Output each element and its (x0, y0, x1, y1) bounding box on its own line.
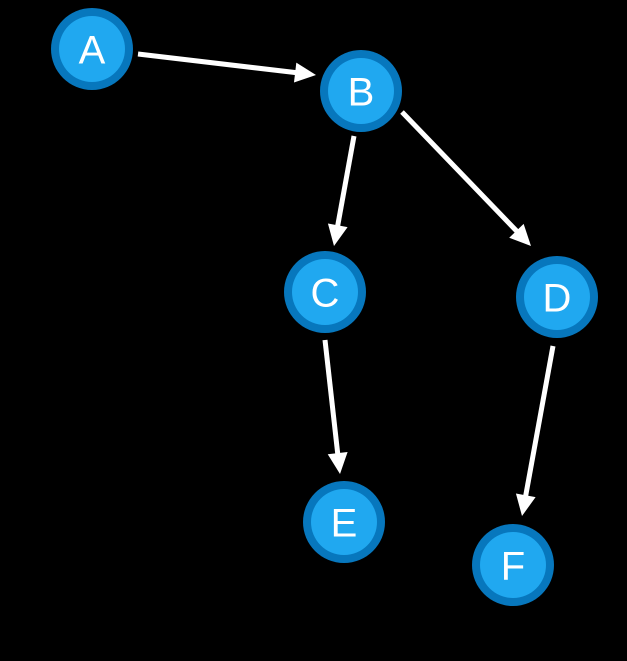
edge-line-D-F (522, 345, 556, 499)
arrowhead-icon (293, 62, 316, 83)
edge-line-B-C (334, 135, 357, 229)
node-label-A: A (79, 28, 106, 72)
arrowhead-icon (509, 223, 531, 246)
arrowhead-icon (327, 452, 348, 474)
edge-line-B-D (400, 110, 521, 235)
node-B[interactable]: B (320, 50, 402, 132)
node-fill-D (524, 264, 590, 330)
node-label-C: C (311, 271, 340, 315)
node-fill-F (480, 532, 546, 598)
node-label-D: D (543, 276, 572, 320)
node-fill-E (311, 489, 377, 555)
edge-line-A-B (137, 51, 299, 76)
node-fill-C (292, 259, 358, 325)
arrowhead-icon (515, 493, 536, 516)
node-F[interactable]: F (472, 524, 554, 606)
node-A[interactable]: A (51, 8, 133, 90)
node-label-F: F (501, 544, 525, 588)
edge-A-B (137, 51, 316, 83)
node-label-E: E (331, 501, 358, 545)
node-fill-A (59, 16, 125, 82)
node-fill-B (328, 58, 394, 124)
node-D[interactable]: D (516, 256, 598, 338)
node-C[interactable]: C (284, 251, 366, 333)
edge-B-C (327, 135, 357, 246)
edge-B-D (400, 110, 531, 246)
edge-line-C-E (322, 339, 341, 457)
edge-C-E (322, 339, 348, 474)
node-label-B: B (348, 70, 375, 114)
edge-D-F (515, 345, 556, 516)
node-E[interactable]: E (303, 481, 385, 563)
arrowhead-icon (327, 223, 348, 246)
